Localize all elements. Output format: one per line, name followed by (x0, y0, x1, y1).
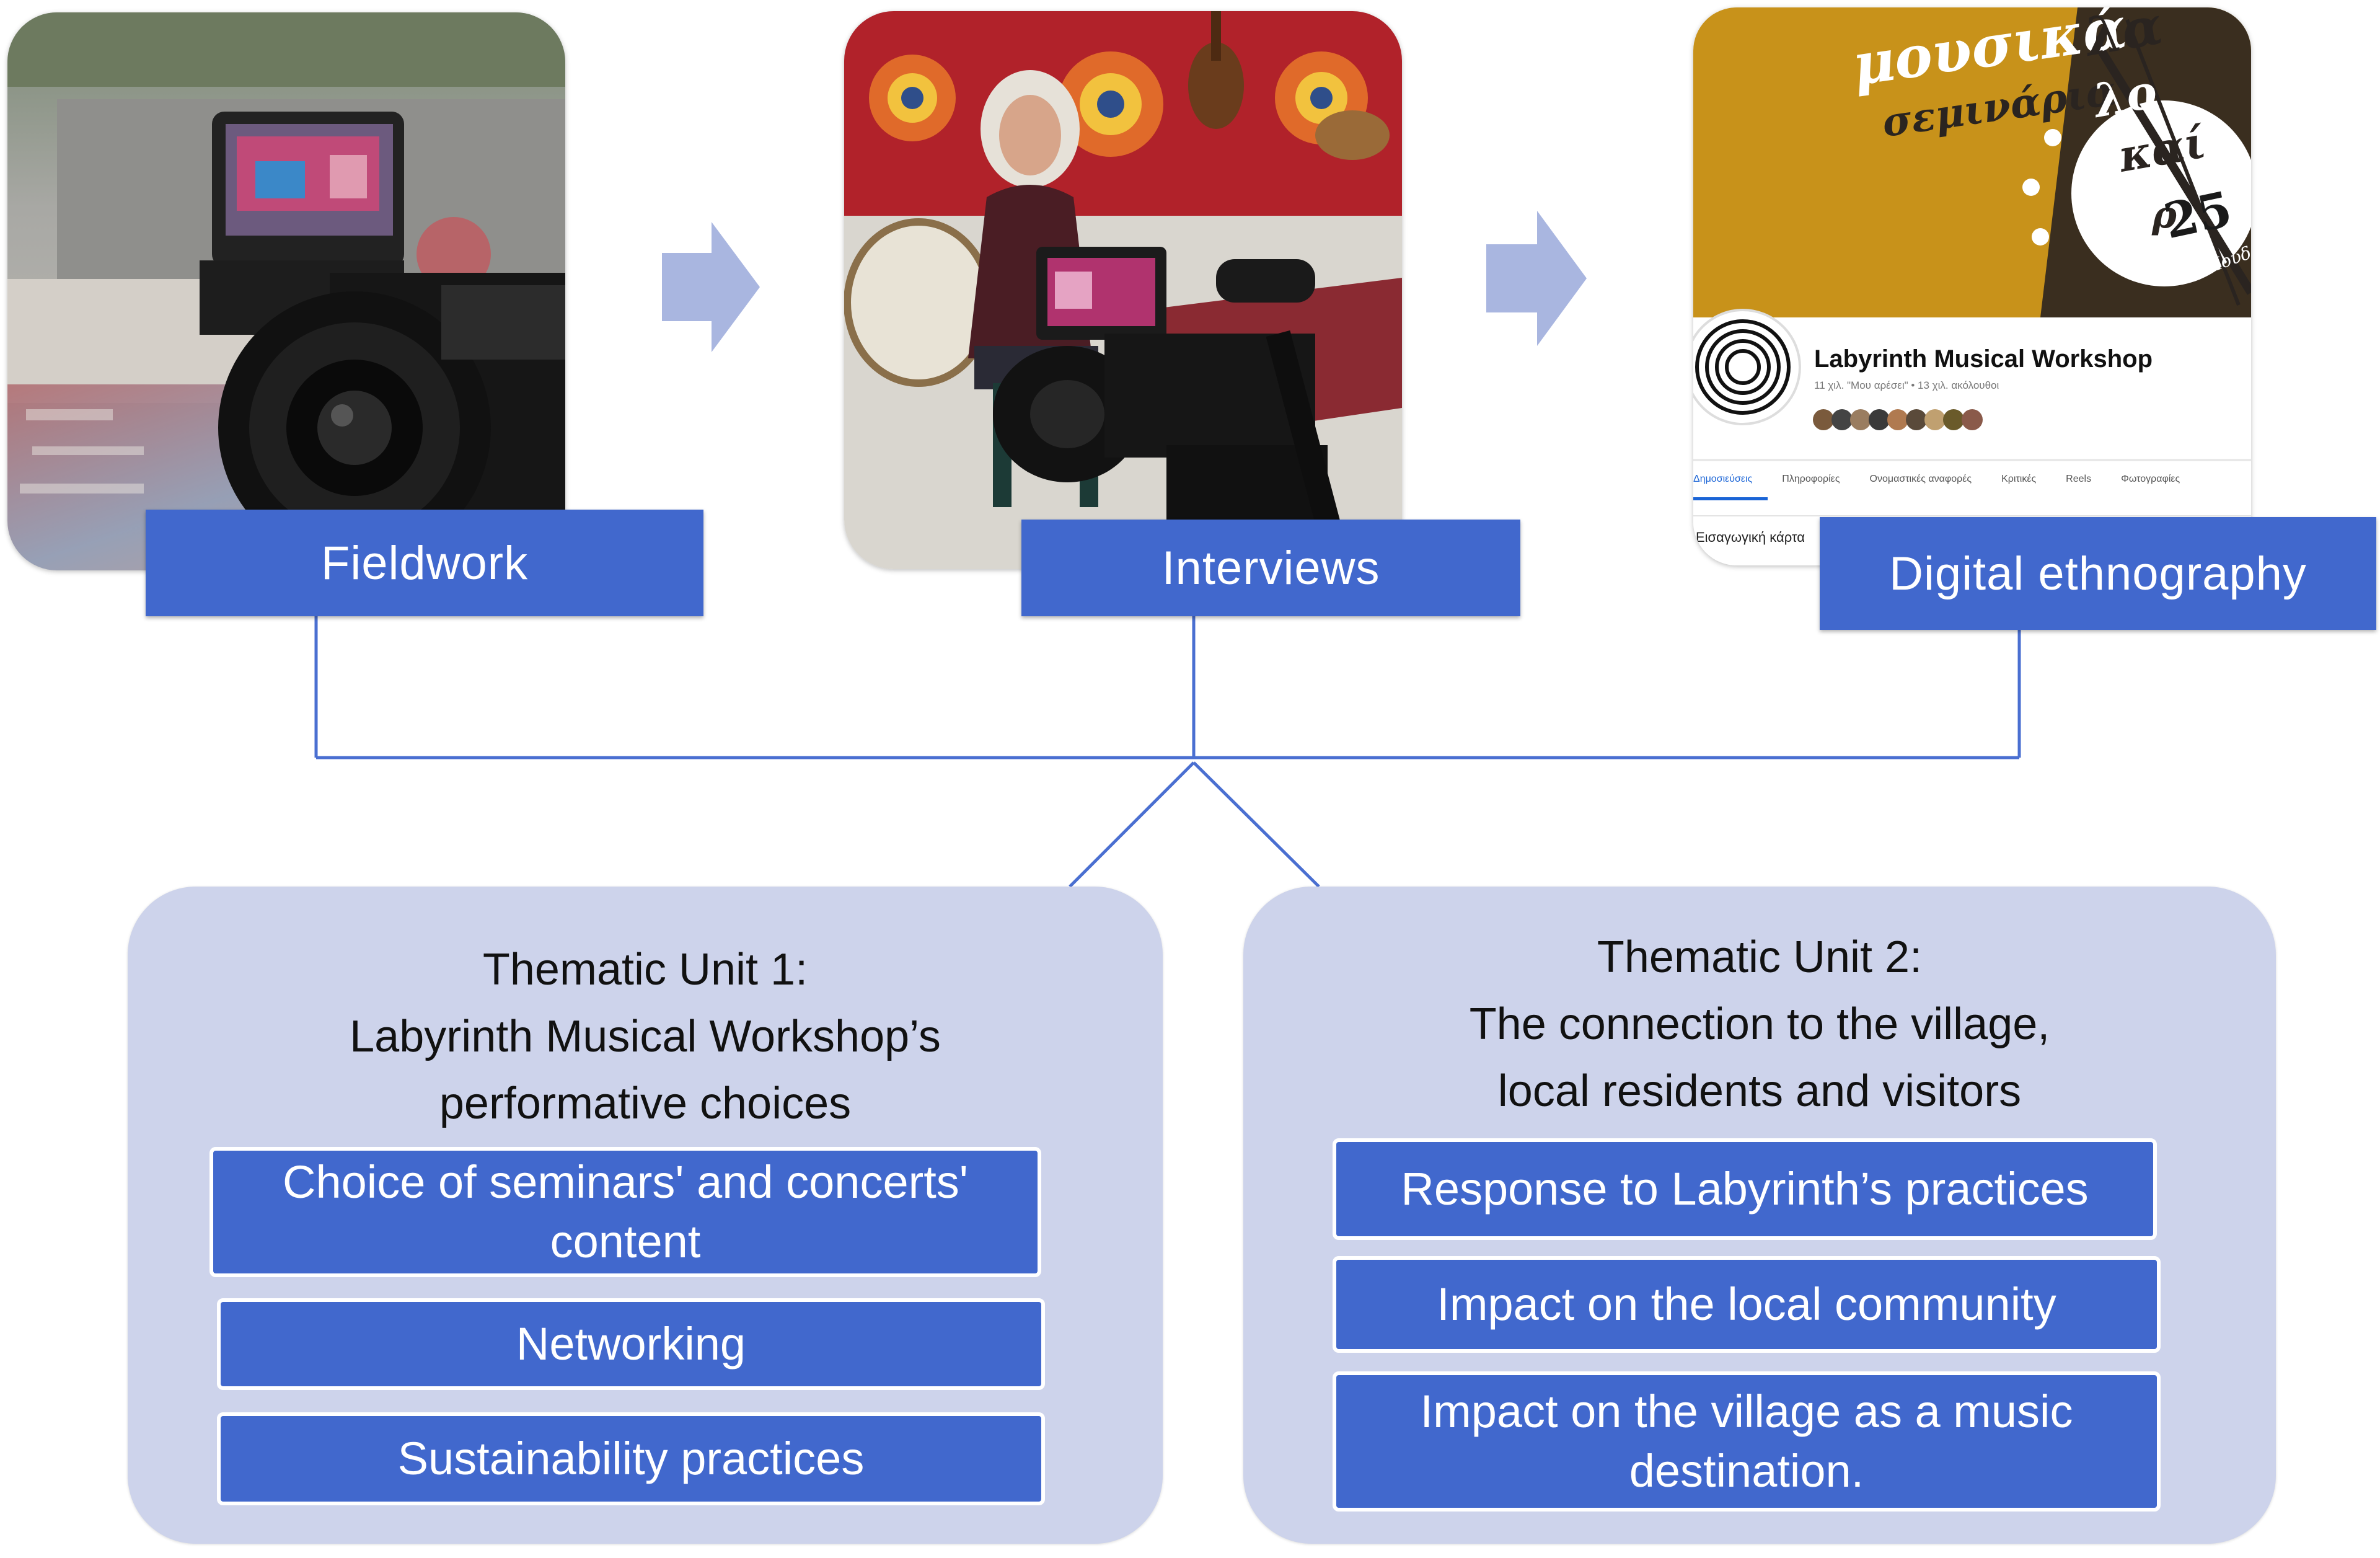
fieldwork-photo (7, 12, 565, 570)
page-tabs: Δημοσιεύσεις Πληροφορίες Ονομαστικές ανα… (1693, 474, 2251, 485)
unit-title-line: Thematic Unit 1: (482, 945, 808, 994)
arrow-right-icon (1486, 211, 1587, 346)
unit-item: Response to Labyrinth’s practices (1333, 1138, 2157, 1240)
unit-title-line: Labyrinth Musical Workshop’s (350, 1012, 941, 1061)
page-intro-card: Εισαγωγική κάρτα (1696, 529, 1805, 545)
method-fieldwork: Fieldwork (146, 510, 703, 616)
page-tab: Reels (2066, 474, 2092, 484)
page-tab: Φωτογραφίες (2121, 474, 2180, 484)
page-tab: Δημοσιεύσεις (1693, 474, 1753, 484)
unit-title-line: The connection to the village, (1469, 999, 2050, 1049)
poster-text-4: λο (2090, 64, 2161, 128)
connector-branch-left (1069, 761, 1195, 888)
unit-item: Impact on the local community (1333, 1256, 2161, 1353)
arrow-right-icon (662, 222, 760, 352)
thematic-unit-1: Thematic Unit 1: Labyrinth Musical Works… (128, 887, 1163, 1544)
unit-title-line: local residents and visitors (1497, 1066, 2022, 1116)
unit-item: Networking (217, 1298, 1045, 1390)
connector-branch-right (1192, 761, 1320, 888)
thematic-unit-2: Thematic Unit 2: The connection to the v… (1243, 887, 2276, 1544)
interviews-photo (844, 11, 1402, 569)
method-interviews: Interviews (1021, 520, 1520, 616)
unit-item: Sustainability practices (217, 1412, 1045, 1505)
unit-title-line: Thematic Unit 2: (1597, 932, 1923, 982)
unit-title: Thematic Unit 2: The connection to the v… (1243, 924, 2276, 1125)
page-tab: Πληροφορίες (1782, 474, 1840, 484)
page-tab: Ονομαστικές αναφορές (1869, 474, 1972, 484)
digital-ethnography-photo: μουσικά σεμινάρια λα λο καί ρ 25 στο Χου… (1693, 7, 2251, 565)
unit-item: Choice of seminars' and concerts' conten… (209, 1147, 1041, 1277)
page-name: Labyrinth Musical Workshop (1814, 345, 2153, 373)
page-meta: 11 χιλ. "Μου αρέσει" • 13 χιλ. ακόλουθοι (1814, 379, 1999, 391)
page-tab: Κριτικές (2001, 474, 2037, 484)
unit-item: Impact on the village as a music destina… (1333, 1371, 2161, 1512)
method-digital-ethnography: Digital ethnography (1820, 517, 2376, 630)
unit-title-line: performative choices (439, 1079, 852, 1128)
unit-title: Thematic Unit 1: Labyrinth Musical Works… (128, 936, 1163, 1137)
poster-text-6: ρ (2152, 193, 2177, 237)
